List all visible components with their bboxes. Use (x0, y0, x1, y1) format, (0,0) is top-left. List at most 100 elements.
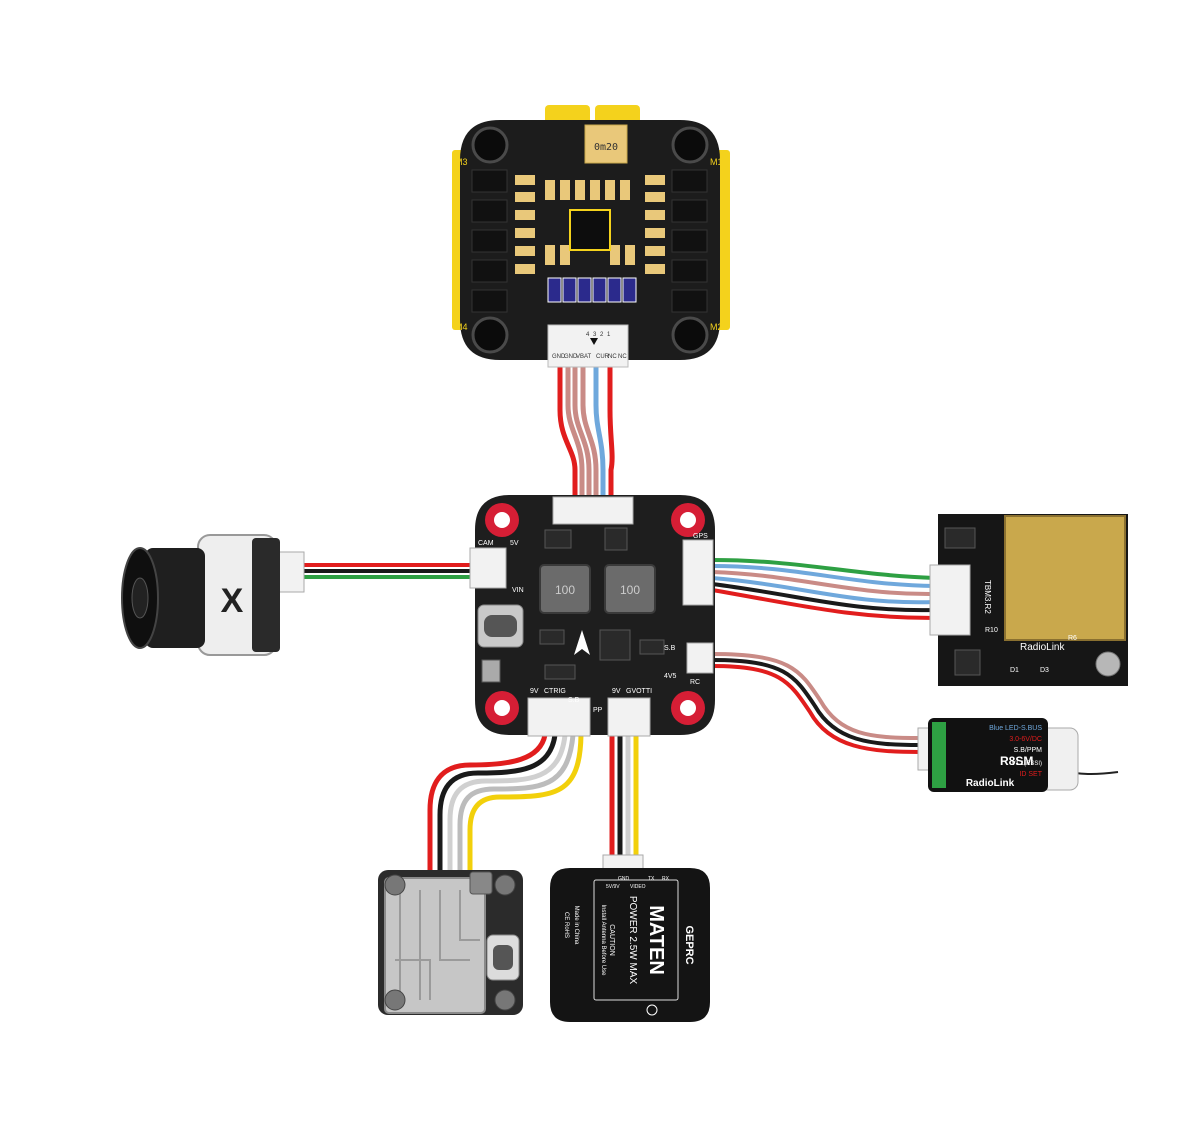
gps-part: D3 (1040, 667, 1049, 674)
analog-vtx-pin: RX (662, 876, 670, 882)
hd-vtx-connector (469, 871, 493, 895)
esc-mount-hole (471, 316, 509, 354)
esc-board: 0m20 M3 M1 M4 M2 GND GND VBAT CUR NC NC … (452, 105, 730, 368)
analog-vtx-pin: TX (648, 876, 655, 882)
gps-part: R6 (1068, 635, 1077, 642)
analog-vtx-led (646, 1004, 658, 1016)
esc-mount-hole (671, 126, 709, 164)
fc-boot-button[interactable] (481, 659, 501, 683)
esc-pin-label: GND (564, 354, 578, 360)
receiver-brand: RadioLink (966, 778, 1015, 789)
fc-components (539, 527, 665, 680)
esc-motor-label: M3 (455, 157, 468, 167)
esc-pin-number: 2 (600, 332, 604, 338)
fpv-camera: X (121, 534, 305, 656)
fc-label-rc: RC (690, 679, 700, 686)
receiver-text: V1.1(RSSI) (1012, 761, 1042, 767)
rc-receiver: Blue LED-S.BUS 3.0-6V/DC S.B/PPM R8SM V1… (917, 718, 1119, 792)
analog-vtx-certs: CE RoHS (563, 912, 569, 938)
fc-pad-labels: CAM 5V VIN GPS S.B 4V5 RC 9V CTRIG S.B P… (478, 533, 708, 714)
gps-battery (1095, 651, 1121, 677)
receiver-model: R8SM (1000, 754, 1033, 768)
fc-label-4v5: 4V5 (664, 673, 677, 680)
analog-vtx-name: MATEN (645, 905, 667, 975)
camera-backplate (252, 538, 280, 652)
esc-motor-label: M2 (710, 322, 723, 332)
esc-connector (547, 324, 629, 368)
fc-inductor (539, 564, 591, 614)
fc-label-9v: 9V (530, 688, 539, 695)
hd-vtx-wires (427, 734, 584, 880)
fc-direction-arrow (574, 630, 590, 655)
gps-antenna (1004, 515, 1126, 641)
analog-vtx-caution-note: Install Antenna Before Use (600, 904, 606, 976)
esc-blue-caps (547, 277, 637, 303)
gps-model: TBM3.R2 (983, 580, 992, 614)
gps-wires (711, 558, 936, 620)
analog-vtx-pin: 5V/9V (606, 884, 620, 890)
analog-vtx-pin: VIDEO (630, 884, 646, 890)
esc-pin-label: CUR (596, 354, 610, 360)
hd-video-transmitter (378, 870, 523, 1015)
esc-pin-label: NC (608, 354, 617, 360)
fc-rc-connector (686, 642, 714, 674)
gps-brand: RadioLink (1020, 642, 1065, 653)
gps-connector (929, 564, 971, 636)
fc-gps-connector (682, 539, 714, 606)
receiver-text: Blue LED-S.BUS (989, 725, 1042, 732)
esc-mosfets (471, 169, 708, 313)
esc-pin-label: GND (552, 354, 566, 360)
fc-label-gps: GPS (693, 533, 708, 540)
fc-esc-connector (552, 496, 634, 525)
analog-vtx-power: POWER 2.5W MAX (627, 896, 638, 985)
fc-inductor-label: 100 (620, 583, 640, 597)
receiver-text: 3.0-6V/DC (1009, 736, 1042, 743)
esc-mount-hole (671, 316, 709, 354)
fc-vtx1-connector (527, 697, 591, 737)
fc-label-cam: CAM (478, 540, 494, 547)
fc-vtx2-connector (607, 697, 651, 737)
fc-label-vin: VIN (512, 587, 524, 594)
gps-part: R10 (985, 627, 998, 634)
esc-motor-label: M4 (455, 322, 468, 332)
esc-pin1-marker (590, 338, 598, 345)
fc-label-sb2: S.B (568, 697, 580, 704)
esc-fc-harness (557, 365, 615, 500)
fc-label-pp: PP (593, 707, 603, 714)
esc-pin-number: 3 (593, 332, 597, 338)
esc-part-text: 0m20 (594, 142, 618, 153)
analog-video-transmitter: MATEN POWER 2.5W MAX CAUTION Install Ant… (550, 854, 710, 1022)
receiver-text: S.B/PPM (1014, 747, 1043, 754)
analog-vtx-pin: GND (618, 876, 630, 882)
camera-logo: X (221, 582, 244, 620)
esc-mount-hole (471, 126, 509, 164)
esc-pin-number: 1 (607, 332, 611, 338)
flight-controller: 100 100 CAM 5V VIN GPS S.B 4V5 RC (469, 495, 715, 737)
esc-mcu (569, 209, 611, 251)
analog-vtx-made: Made in China (573, 906, 579, 945)
gps-part: D1 (1010, 667, 1019, 674)
fc-cam-connector (469, 547, 507, 589)
fc-label-sb: S.B (664, 645, 676, 652)
fc-inductor-label: 100 (555, 583, 575, 597)
analog-vtx-caution: CAUTION (608, 924, 615, 956)
analog-vtx-brand: GEPRC (683, 925, 695, 964)
esc-capacitors (515, 175, 665, 274)
esc-motor-label: M1 (710, 157, 723, 167)
receiver-wires (711, 652, 921, 754)
receiver-body (928, 718, 1048, 792)
esc-pin-label: NC (618, 354, 627, 360)
fc-label-5v: 5V (510, 540, 519, 547)
receiver-text: ID SET (1019, 771, 1042, 778)
esc-pin-label: VBAT (576, 354, 592, 360)
fc-inductor (604, 564, 656, 614)
fc-label-trig: CTRIG (544, 688, 566, 695)
esc-shunt (584, 124, 628, 164)
gps-module: RadioLink TBM3.R2 D1 D3 R6 R10 (929, 514, 1128, 686)
camera-wires (300, 563, 475, 579)
camera-lens-housing (145, 548, 205, 648)
fc-label-9v-b: 9V (612, 688, 621, 695)
esc-pin-number: 4 (586, 332, 590, 338)
fc-label-gvotti: GVOTTI (626, 688, 652, 695)
